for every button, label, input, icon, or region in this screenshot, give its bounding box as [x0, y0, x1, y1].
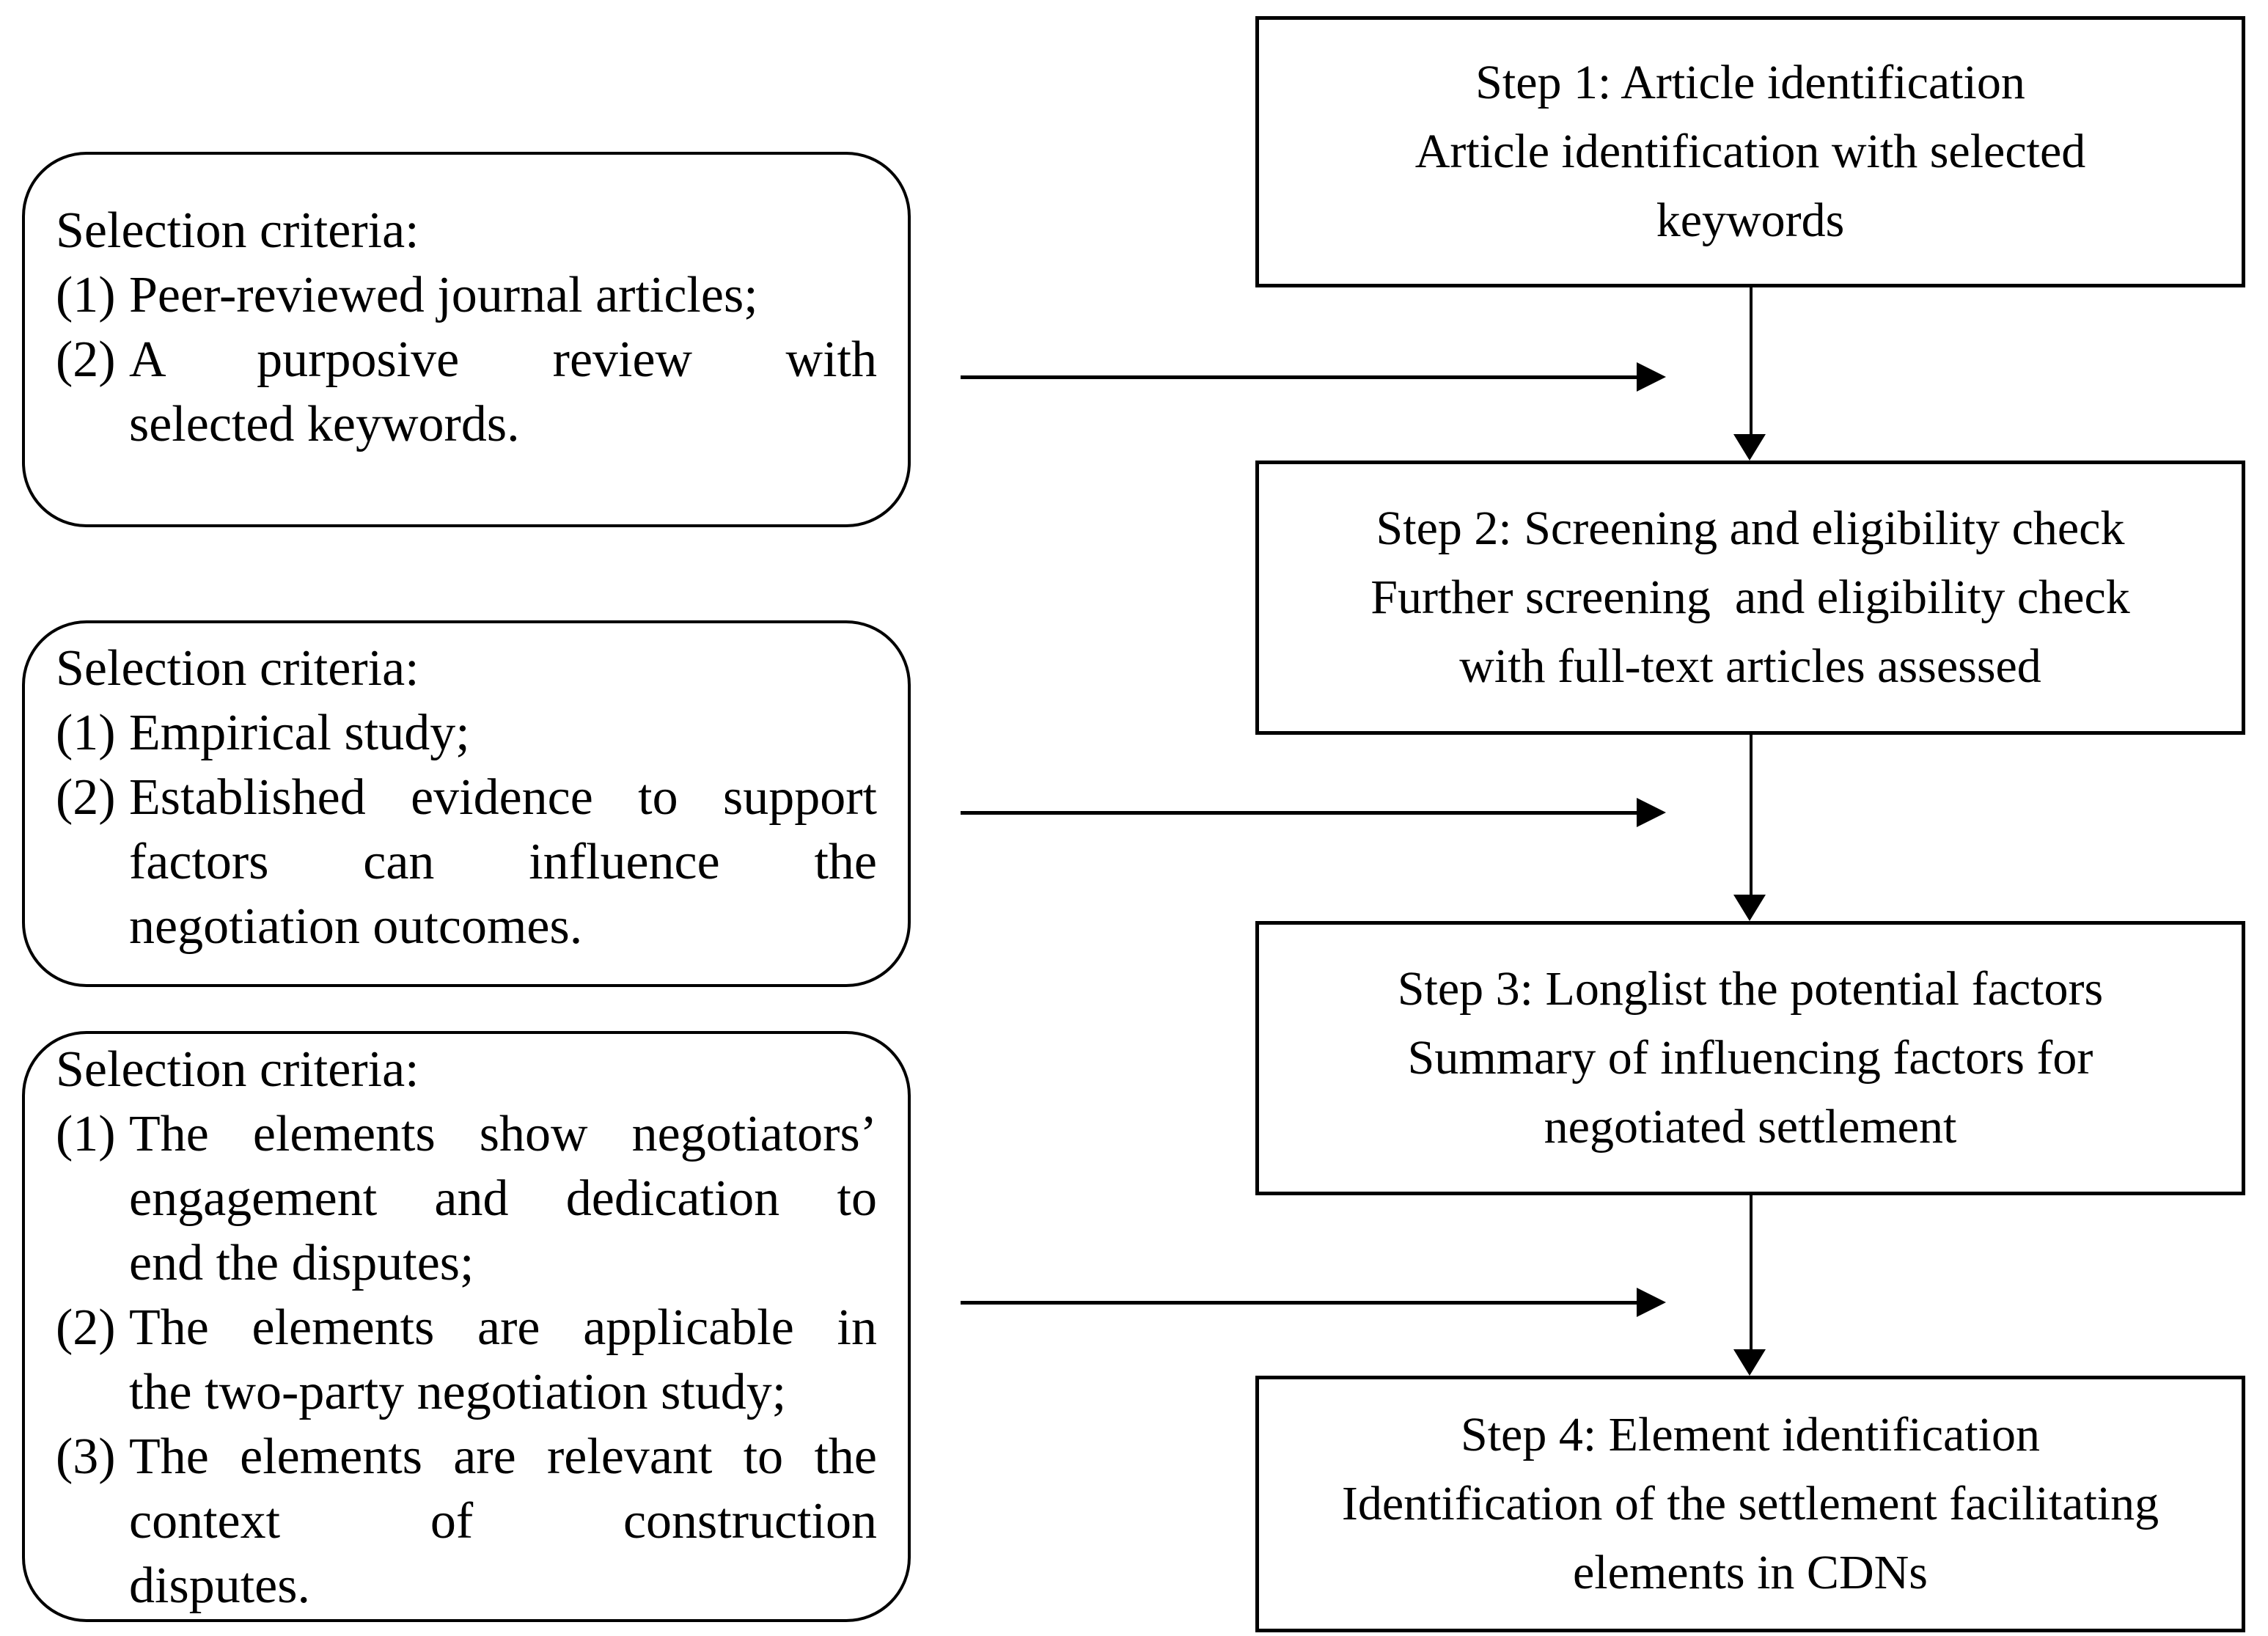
- arrowhead-right-icon: [1637, 362, 1666, 392]
- item-text: factors can influence the: [129, 834, 877, 890]
- step-2-title: Step 2: Screening and eligibility check: [1376, 502, 2125, 555]
- item-text: Peer-reviewed journal articles;: [129, 267, 758, 323]
- criteria-3-item-2: (2)The elements are applicable in the tw…: [56, 1296, 877, 1425]
- item-marker: (1): [56, 267, 116, 323]
- item-marker: (3): [56, 1428, 116, 1485]
- item-text: The elements show negotiators’: [129, 1106, 877, 1162]
- arrowhead-down-icon: [1733, 895, 1766, 921]
- item-marker: (2): [56, 769, 116, 826]
- step-1-desc-line-1: Article identification with selected: [1414, 125, 2086, 178]
- criteria-box-3: Selection criteria: (1)The elements show…: [22, 1031, 911, 1622]
- item-text: engagement and dedication to: [129, 1170, 877, 1227]
- criteria-box-1: Selection criteria: (1)Peer-reviewed jou…: [22, 152, 911, 527]
- step-box-2: Step 2: Screening and eligibility check …: [1255, 461, 2245, 735]
- item-marker: (1): [56, 1106, 116, 1162]
- item-marker: (1): [56, 705, 116, 761]
- criteria-1-item-2: (2)A purposive review with selected keyw…: [56, 328, 877, 457]
- item-text: A purposive review with: [129, 331, 877, 388]
- item-text: context of construction: [129, 1493, 877, 1549]
- step-box-4: Step 4: Element identification Identific…: [1255, 1376, 2245, 1632]
- step-3-title: Step 3: Longlist the potential factors: [1397, 962, 2104, 1016]
- step-4-title: Step 4: Element identification: [1461, 1408, 2040, 1461]
- criteria-box-2: Selection criteria: (1)Empirical study; …: [22, 620, 911, 987]
- item-text: selected keywords.: [129, 396, 520, 452]
- item-text: negotiation outcomes.: [129, 898, 583, 955]
- item-text: the two-party negotiation study;: [129, 1364, 787, 1420]
- flow-arrow-step1-step2: [1750, 287, 1753, 434]
- arrowhead-right-icon: [1637, 1288, 1666, 1317]
- item-marker: (2): [56, 331, 116, 388]
- criteria-1-item-1: (1)Peer-reviewed journal articles;: [56, 263, 877, 328]
- item-text: Empirical study;: [129, 705, 470, 761]
- arrow-criteria-1-to-flow: [961, 375, 1637, 379]
- step-2-desc-line-2: with full-text articles assessed: [1459, 639, 2041, 693]
- step-4-desc-line-2: elements in CDNs: [1573, 1546, 1928, 1599]
- item-text: The elements are applicable in: [129, 1299, 877, 1356]
- item-marker: (2): [56, 1299, 116, 1356]
- step-box-1: Step 1: Article identification Article i…: [1255, 16, 2245, 287]
- flow-arrow-step2-step3: [1750, 735, 1753, 895]
- arrowhead-down-icon: [1733, 434, 1766, 461]
- step-2-desc-line-1: Further screening and eligibility check: [1370, 571, 2130, 624]
- criteria-2-item-2: (2)Established evidence to support facto…: [56, 766, 877, 959]
- arrow-criteria-2-to-flow: [961, 811, 1637, 815]
- item-text: Established evidence to support: [129, 769, 877, 826]
- item-text: end the disputes;: [129, 1235, 474, 1291]
- criteria-1-title: Selection criteria:: [56, 202, 419, 259]
- step-3-desc-line-1: Summary of influencing factors for: [1407, 1031, 2093, 1085]
- flow-arrow-step3-step4: [1750, 1195, 1753, 1349]
- step-4-desc-line-1: Identification of the settlement facilit…: [1341, 1477, 2159, 1530]
- item-text: The elements are relevant to the: [129, 1428, 877, 1485]
- step-1-desc-line-2: keywords: [1656, 194, 1845, 247]
- step-box-3: Step 3: Longlist the potential factors S…: [1255, 921, 2245, 1195]
- criteria-2-item-1: (1)Empirical study;: [56, 701, 877, 766]
- arrow-criteria-3-to-flow: [961, 1301, 1637, 1305]
- criteria-2-title: Selection criteria:: [56, 640, 419, 697]
- criteria-3-title: Selection criteria:: [56, 1041, 419, 1098]
- step-1-title: Step 1: Article identification: [1475, 56, 2025, 109]
- step-3-desc-line-2: negotiated settlement: [1544, 1100, 1957, 1153]
- item-text: disputes.: [129, 1558, 310, 1614]
- criteria-3-item-1: (1)The elements show negotiators’ engage…: [56, 1102, 877, 1296]
- arrowhead-right-icon: [1637, 798, 1666, 827]
- criteria-3-item-3: (3)The elements are relevant to the cont…: [56, 1425, 877, 1618]
- arrowhead-down-icon: [1733, 1349, 1766, 1376]
